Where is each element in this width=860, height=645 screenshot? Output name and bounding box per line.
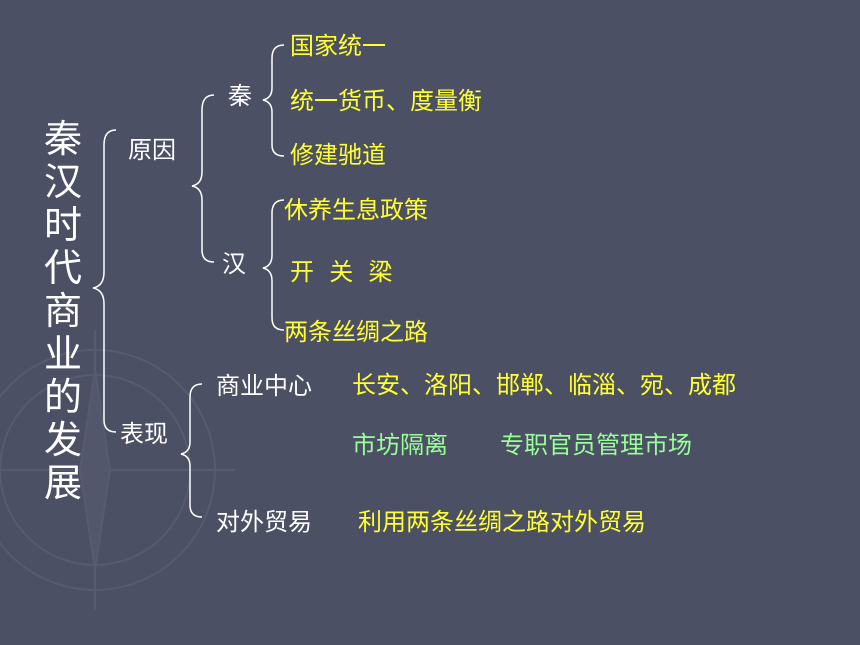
han-item-3: 两条丝绸之路 (284, 318, 428, 346)
causes-label: 原因 (128, 136, 176, 164)
han-item-1: 休养生息政策 (284, 196, 428, 224)
centers-label: 商业中心 (216, 372, 312, 400)
qin-label: 秦 (228, 82, 252, 110)
qin-brace (262, 44, 285, 157)
centers-value: 长安、洛阳、邯郸、临淄、宛、成都 (352, 371, 736, 399)
manifestations-label: 表现 (120, 420, 168, 448)
han-item-2: 开 关 梁 (290, 258, 393, 286)
slide-title: 秦汉时代商业的发展 (43, 117, 82, 505)
manifestations-brace (180, 383, 203, 518)
causes-brace (191, 94, 215, 263)
han-label: 汉 (222, 250, 246, 278)
qin-item-1: 国家统一 (290, 32, 386, 60)
main-brace (92, 129, 117, 433)
trade-label: 对外贸易 (216, 508, 312, 536)
centers-note-2: 专职官员管理市场 (500, 431, 692, 459)
han-brace (262, 199, 285, 331)
centers-note-1: 市坊隔离 (352, 431, 448, 459)
qin-item-3: 修建驰道 (290, 141, 386, 169)
qin-item-2: 统一货币、度量衡 (290, 87, 482, 115)
trade-value: 利用两条丝绸之路对外贸易 (358, 508, 646, 536)
